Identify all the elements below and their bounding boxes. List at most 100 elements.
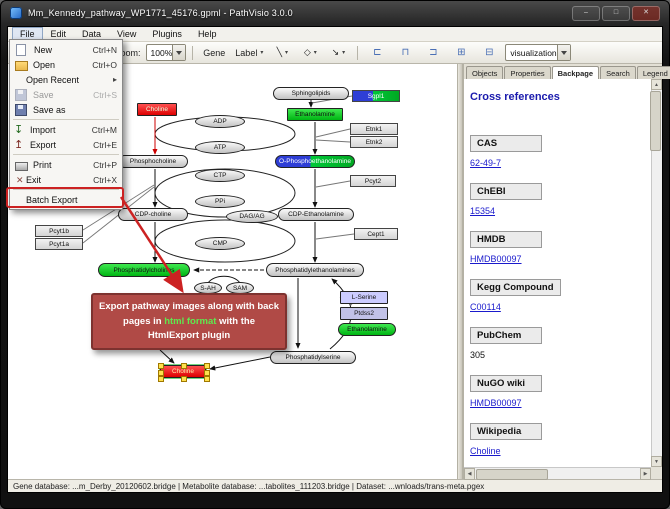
node-label: Phosphatidylcholines [113, 266, 175, 274]
file-menu-item-save-as[interactable]: Save as [10, 102, 122, 117]
menu-edit[interactable]: Edit [50, 29, 67, 39]
close-button[interactable]: ✕ [632, 5, 660, 21]
chevron-down-icon: ▾ [342, 50, 346, 56]
menu-data[interactable]: Data [82, 29, 102, 39]
pathway-node-etnk2[interactable]: Etnk2 [350, 136, 398, 148]
pathway-node-ethanolamine[interactable]: Ethanolamine [338, 323, 396, 336]
line-tool[interactable]: ╲▾ [269, 44, 295, 62]
selection-handle[interactable] [181, 363, 187, 369]
pathway-node-pcyt1b[interactable]: Pcyt1b [35, 225, 83, 237]
label-tool[interactable]: Label▾ [231, 44, 267, 62]
node-label: Pcyt2 [364, 177, 382, 185]
shape-tool-label: ◇ [303, 47, 311, 57]
shape-tool[interactable]: ◇▾ [297, 44, 323, 62]
selection-handle[interactable] [204, 376, 210, 382]
scrollbar-thumb[interactable] [650, 91, 661, 151]
tab-legend[interactable]: Legend [636, 66, 670, 79]
xref-value[interactable]: Choline [470, 446, 501, 456]
datanode-tool[interactable]: Gene [199, 44, 229, 62]
pathway-node-ppi[interactable]: PPi [195, 195, 245, 208]
maximize-button[interactable]: □ [602, 5, 630, 21]
pathway-node-sphingolipids[interactable]: Sphingolipids [273, 87, 349, 100]
pathway-edge [159, 349, 175, 364]
pathway-node-ethanolamine[interactable]: Ethanolamine [287, 108, 343, 121]
pathway-node-cept1[interactable]: Cept1 [354, 228, 398, 240]
scroll-down-icon[interactable]: ▼ [651, 456, 662, 467]
pathway-node-pcyt2[interactable]: Pcyt2 [350, 175, 396, 187]
selection-handle[interactable] [158, 376, 164, 382]
xref-value[interactable]: 62-49-7 [470, 158, 502, 168]
pathway-node-adp[interactable]: ADP [195, 115, 245, 128]
pathway-node-phosphatidylserine[interactable]: Phosphatidylserine [270, 351, 356, 364]
node-label: Pcyt1a [49, 240, 69, 248]
scrollbar-thumb[interactable] [476, 469, 548, 480]
tab-objects[interactable]: Objects [466, 66, 504, 79]
pathway-node-sgpl1[interactable]: Sgpl1 [352, 90, 400, 102]
file-menu-item-open-recent[interactable]: Open Recent [10, 72, 122, 87]
sidebar-vertical-scrollbar[interactable]: ▲ ▼ [650, 79, 662, 467]
pathway-node-cmp[interactable]: CMP [195, 237, 245, 250]
xref-value[interactable]: HMDB00097 [470, 398, 522, 408]
selection-handle[interactable] [158, 369, 164, 376]
zoom-select[interactable]: 100% [145, 44, 187, 61]
pathway-node-cdp-ethanolamine[interactable]: CDP-Ethanolamine [278, 208, 354, 221]
match-width-button[interactable]: ⊞ [457, 47, 466, 58]
menu-item-shortcut: Ctrl+M [91, 124, 117, 135]
node-label: PPi [214, 198, 226, 205]
node-label: Pcyt1b [49, 227, 69, 235]
pathway-node-dag-ag[interactable]: DAG/AG [226, 210, 278, 223]
menu-item-shortcut: Ctrl+N [92, 44, 117, 55]
selection-handle[interactable] [204, 369, 210, 376]
pathway-node-ptdss2[interactable]: Ptdss2 [340, 307, 388, 320]
pathway-node-pcyt1a[interactable]: Pcyt1a [35, 238, 83, 250]
node-label: Choline [145, 106, 169, 113]
match-height-button[interactable]: ⊟ [485, 47, 494, 58]
tab-search[interactable]: Search [600, 66, 636, 79]
scroll-up-icon[interactable]: ▲ [651, 79, 662, 90]
scroll-right-icon[interactable]: ▶ [640, 468, 651, 480]
pathway-node-atp[interactable]: ATP [195, 141, 245, 154]
pathway-node-phosphatidylcholines[interactable]: Phosphatidylcholines [98, 263, 190, 277]
panel-splitter[interactable] [457, 64, 463, 479]
menu-view[interactable]: View [117, 29, 137, 39]
align-left-button[interactable]: ⊏ [373, 47, 382, 58]
tab-backpage[interactable]: Backpage [551, 66, 600, 80]
minimize-button[interactable]: – [572, 5, 600, 21]
node-label: Sphingolipids [291, 90, 331, 97]
align-center-button[interactable]: ⊓ [401, 47, 410, 58]
xref-value[interactable]: C00114 [470, 302, 501, 312]
xref-value[interactable]: HMDB00097 [470, 254, 522, 264]
connector-tool[interactable]: ↘▾ [325, 44, 351, 62]
pathway-node-l-serine[interactable]: L-Serine [340, 291, 388, 304]
selection-handle[interactable] [204, 363, 210, 369]
align-right-button[interactable]: ⊐ [429, 47, 438, 58]
menu-help[interactable]: Help [197, 29, 217, 39]
pathway-node-cdp-choline[interactable]: CDP-choline [118, 208, 188, 221]
selection-handle[interactable] [181, 376, 187, 382]
scroll-left-icon[interactable]: ◀ [464, 468, 475, 480]
pathway-node-etnk1[interactable]: Etnk1 [350, 123, 398, 135]
pathway-node-choline[interactable]: Choline [158, 363, 210, 382]
menu-plugins[interactable]: Plugins [152, 29, 182, 39]
visualization-select[interactable]: visualization [505, 44, 571, 61]
pathway-node-choline[interactable]: Choline [137, 103, 177, 116]
sidebar-horizontal-scrollbar[interactable]: ◀ ▶ [464, 467, 651, 480]
pathway-node-o-phosphoethanolamine[interactable]: O-Phosphoethanolamine [275, 155, 355, 168]
tab-properties[interactable]: Properties [504, 66, 551, 79]
pathway-node-ctp[interactable]: CTP [195, 169, 245, 182]
xref-value[interactable]: 15354 [470, 206, 496, 216]
selection-handle[interactable] [158, 363, 164, 369]
file-menu-item-batch-export[interactable]: Batch Export [10, 192, 122, 207]
pathway-node-phosphatidylethanolamines[interactable]: Phosphatidylethanolamines [266, 263, 364, 277]
pathway-node-phosphocholine[interactable]: Phosphocholine [118, 155, 188, 168]
